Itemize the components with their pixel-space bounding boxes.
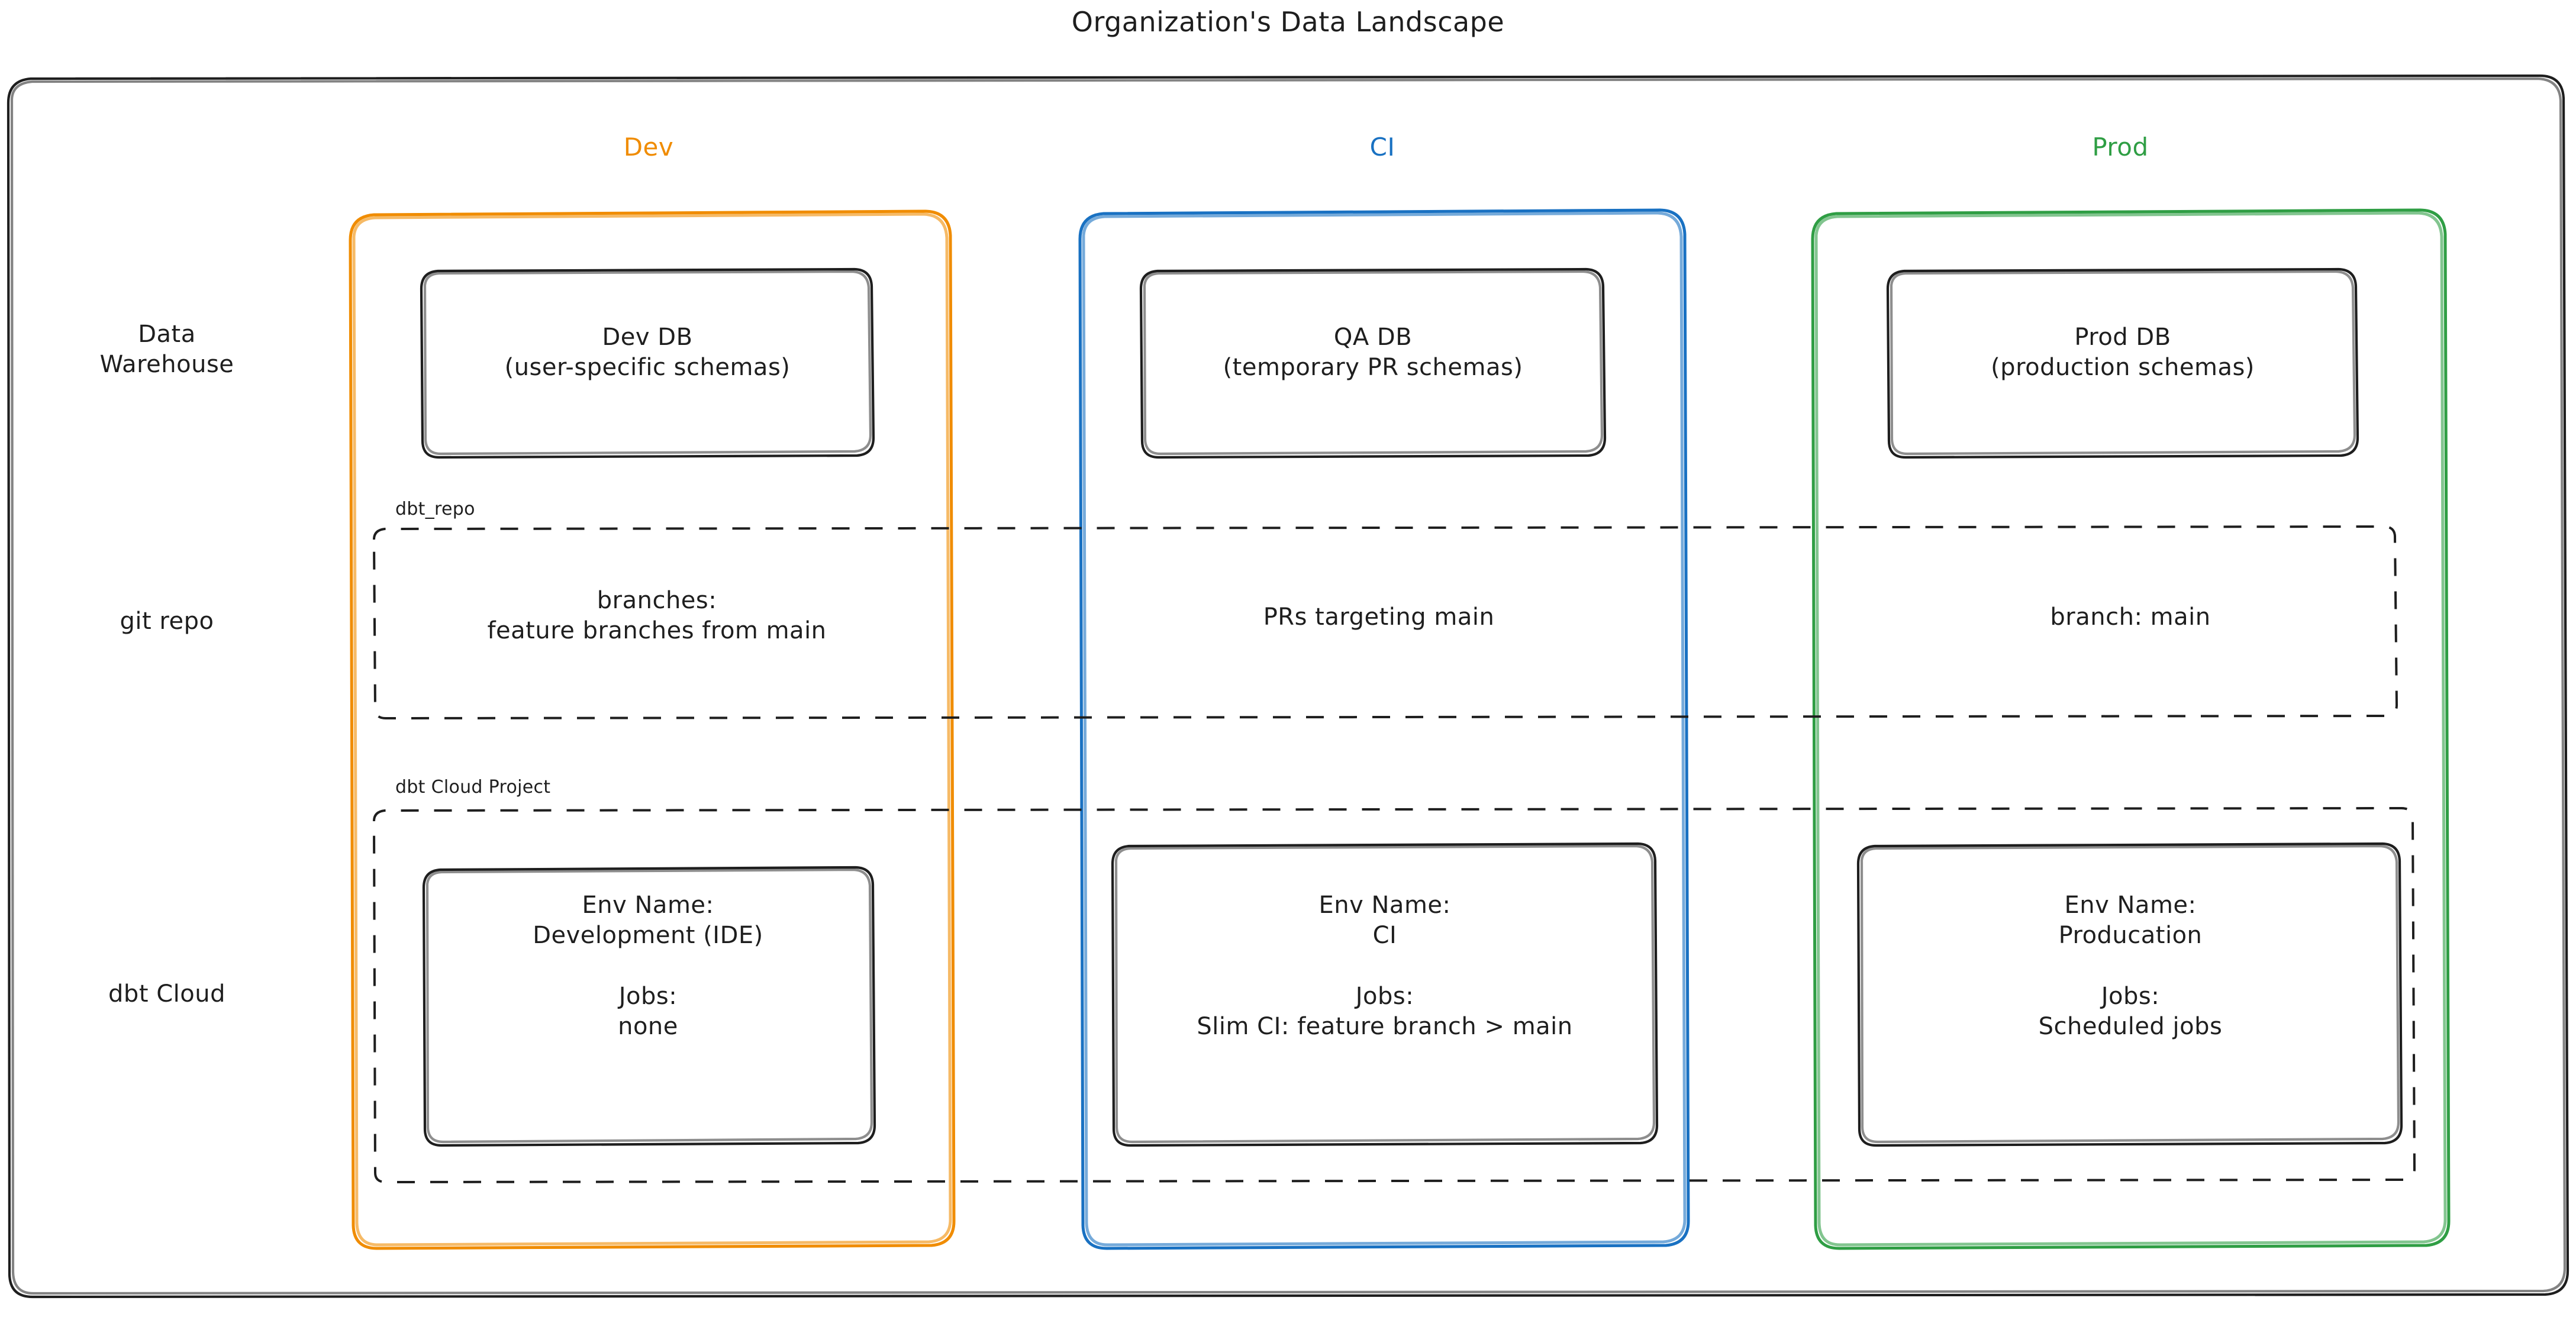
cell-git-prod: branch: main [2050,603,2211,631]
cell-git-dev: branches: feature branches from main [487,587,827,645]
row-label-git-repo: git repo [120,608,214,635]
row-label-dbt-cloud: dbt Cloud [108,980,225,1008]
cell-warehouse-prod: Prod DB (production schemas) [1991,324,2255,382]
cell-dbtcloud-dev: Env Name: Development (IDE) Jobs: none [533,892,763,1040]
group-label-dbt-repo: dbt_repo [395,499,475,519]
outer-frame [7,74,2569,1299]
cell-dbtcloud-prod: Env Name: Producation Jobs: Scheduled jo… [2038,892,2223,1040]
column-header-prod: Prod [2092,133,2149,162]
row-label-data-warehouse: Data Warehouse [99,321,234,379]
column-header-dev: Dev [623,133,674,162]
cell-dbtcloud-ci: Env Name: CI Jobs: Slim CI: feature bran… [1197,892,1573,1040]
column-header-ci: CI [1369,133,1395,162]
page-title: Organization's Data Landscape [1071,6,1505,38]
cell-warehouse-ci: QA DB (temporary PR schemas) [1223,324,1523,382]
cell-warehouse-dev: Dev DB (user-specific schemas) [504,324,791,382]
cell-git-ci: PRs targeting main [1263,603,1495,631]
group-label-dbt-cloud-project: dbt Cloud Project [395,777,551,798]
